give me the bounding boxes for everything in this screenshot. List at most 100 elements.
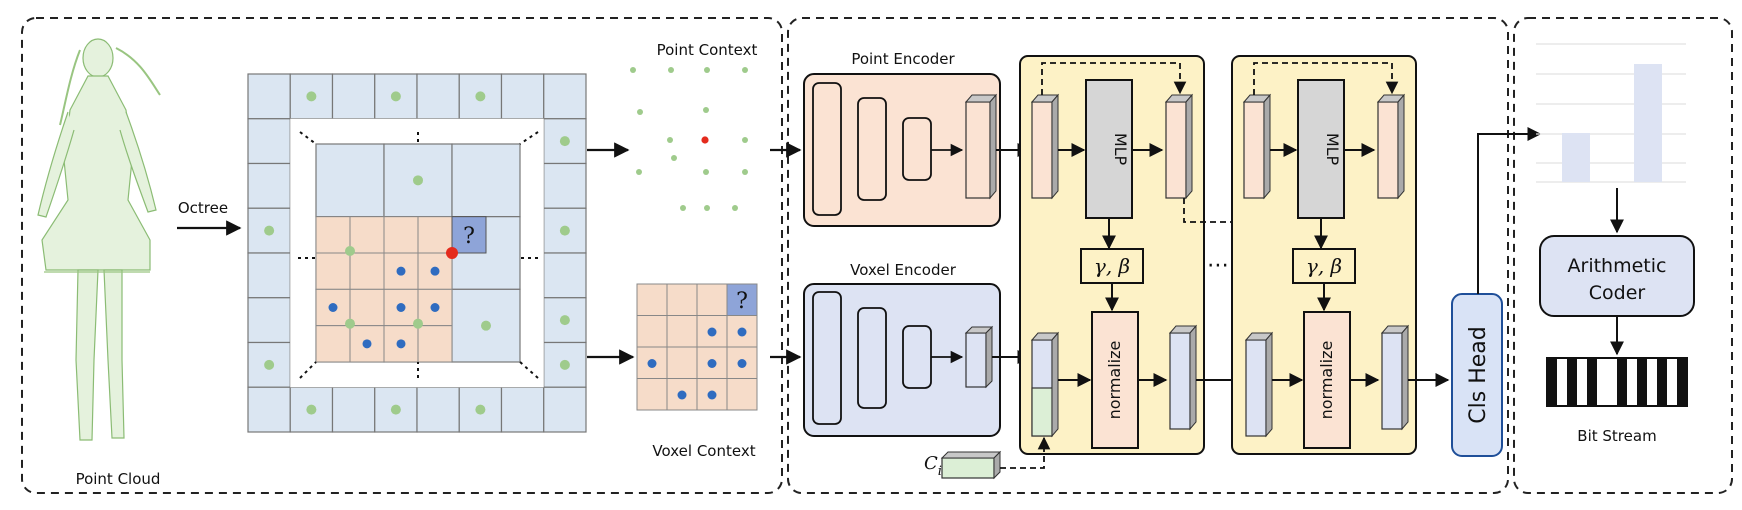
between-blocks-ellipsis: ⋯ [1207, 253, 1229, 278]
octree-query-mark: ? [463, 224, 475, 249]
octree-occupied-point [306, 91, 317, 102]
octree-outer-cell [247, 297, 291, 344]
point-context-neighbor [742, 67, 748, 73]
point-context-neighbor [742, 169, 748, 175]
bit-cell [1617, 358, 1627, 406]
voxel-context-label: Voxel Context [652, 442, 755, 460]
point-context-neighbor [703, 107, 709, 113]
octree-occupied-point [306, 404, 317, 415]
bit-cell [1547, 358, 1557, 406]
point-encoder-output-feature [964, 93, 998, 200]
point-context-neighbor [732, 205, 738, 211]
octree-occupied-point [475, 404, 486, 415]
bit-cell [1557, 358, 1567, 406]
block2-normalize-label: normalize [1317, 341, 1336, 420]
cls-head-to-histogram-arrow [1477, 127, 1542, 294]
bit-stream-label: Bit Stream [1577, 427, 1656, 445]
block2-voxel-feature-out [1380, 324, 1410, 431]
section-network-frame [787, 17, 1509, 494]
octree-focus-cell [349, 288, 385, 327]
block2-skip-dashed-arrow [1253, 62, 1399, 95]
histogram-bar-2 [1634, 64, 1662, 182]
octree-grid: ? [247, 73, 587, 433]
octree-occupied-point [264, 225, 275, 236]
octree-child-point [362, 339, 372, 349]
block2-point-feature-out [1376, 93, 1406, 200]
point-context-neighbor [636, 169, 642, 175]
octree-occupied-point [559, 225, 570, 236]
octree-occupied-point [264, 359, 275, 370]
bit-cell [1637, 358, 1647, 406]
bit-cell [1577, 358, 1587, 406]
bit-cell [1647, 358, 1657, 406]
voxel-context-point [677, 390, 687, 400]
voxel-query-mark: ? [736, 289, 748, 314]
voxel-context-point [737, 327, 747, 337]
block2-voxel-feature-in [1244, 331, 1274, 438]
octree-label: Octree [178, 199, 228, 217]
octree-outer-cell [247, 73, 291, 120]
point-context-neighbor [742, 137, 748, 143]
octree-child-point [430, 266, 440, 276]
point-context-neighbor [704, 67, 710, 73]
point-encoder-layer-2 [857, 97, 887, 201]
octree-inner-cell [315, 143, 385, 218]
block1-mlp-label: MLP [1111, 133, 1130, 166]
octree-focus-cell [349, 216, 385, 254]
ci-feature-block [940, 450, 1002, 480]
point-context-label: Point Context [657, 41, 758, 59]
block1-gamma-beta-label: γ, β [1094, 254, 1130, 278]
octree-focus-cell [383, 216, 419, 254]
octree-outer-cell [416, 386, 460, 433]
octree-occupied-point [475, 91, 486, 102]
voxel-context-cell [696, 283, 728, 316]
histogram-bar-1 [1562, 133, 1590, 182]
block1-skip-dashed-arrow [1041, 62, 1187, 95]
block1-mlp [1085, 79, 1133, 219]
octree-child-point [345, 246, 355, 256]
bit-cell [1597, 358, 1607, 406]
point-context-neighbor [630, 67, 636, 73]
voxel-context-cell [636, 283, 668, 316]
octree-outer-cell [247, 118, 291, 165]
octree-focus-cell [417, 325, 453, 363]
arithmetic-coder-label-line1: Arithmetic [1568, 255, 1667, 277]
block1-point-feature-out [1164, 93, 1194, 200]
voxel-query-cell [726, 283, 758, 316]
octree-child-point [345, 318, 355, 329]
octree-child-point [413, 318, 423, 329]
block2-point-feature-in [1242, 93, 1272, 200]
octree-child-point [396, 303, 406, 312]
octree-focus-cell [315, 252, 351, 290]
octree-zoom-dots [299, 131, 317, 145]
voxel-encoder-output-feature [964, 325, 994, 389]
bit-cell [1627, 358, 1637, 406]
octree-child-point [396, 339, 406, 349]
point-encoder-layer-3 [902, 117, 932, 181]
bit-cell [1607, 358, 1617, 406]
octree-focus-cell [315, 216, 351, 254]
octree-focus-cell [417, 216, 453, 254]
block1-normalize [1091, 311, 1139, 449]
bit-cell [1677, 358, 1687, 406]
octree-outer-cell [416, 73, 460, 120]
octree-query-cell [451, 216, 487, 254]
octree-child-point [328, 303, 338, 312]
cls-head-label: Cls Head [1466, 326, 1491, 423]
point-encoder-label: Point Encoder [851, 50, 955, 68]
octree-occupied-point [559, 136, 570, 147]
octree-outer-cell [500, 73, 545, 120]
octree-occupied-point [559, 359, 570, 370]
octree-child-point [430, 303, 440, 312]
point-context-cloud [630, 67, 748, 211]
bit-cell [1657, 358, 1667, 406]
octree-occupied-point [559, 315, 570, 326]
voxel-context-grid: ? [636, 283, 758, 411]
octree-outer-cell [543, 386, 587, 433]
octree-outer-cell [500, 386, 545, 433]
block1-voxel-feature-out [1168, 324, 1198, 431]
block2-gamma-beta-label: γ, β [1306, 254, 1342, 278]
black-white-bit-bar-icon [1546, 357, 1688, 407]
octree-outer-cell [331, 73, 376, 120]
